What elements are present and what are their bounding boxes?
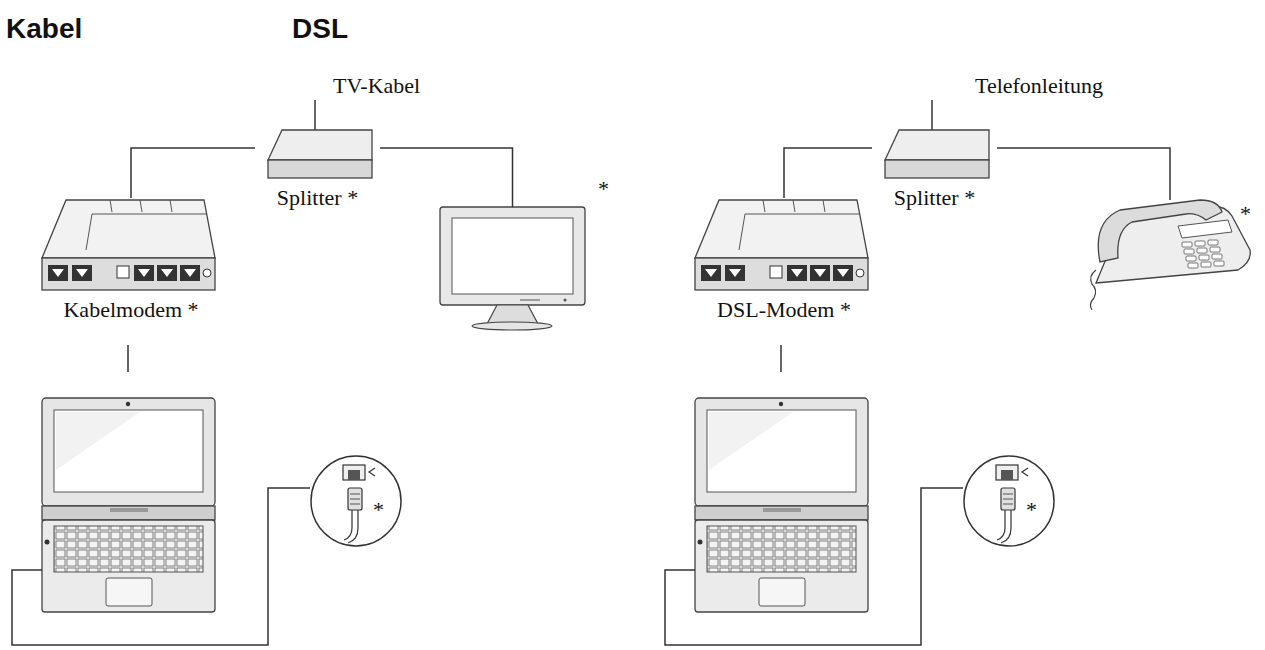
splitter: Splitter * [872, 128, 997, 220]
inset-circle [310, 455, 402, 547]
phone-key [1199, 255, 1209, 260]
phone-key [1201, 262, 1211, 267]
phone-key [1197, 248, 1207, 253]
splitter: Splitter * [255, 128, 380, 220]
line-label: Telefonleitung [975, 74, 1103, 98]
footnote-mark: * [1026, 498, 1037, 522]
phone-key [1212, 254, 1222, 259]
phone-key [1210, 247, 1220, 252]
inset-circle [963, 455, 1055, 547]
section-heading: Kabel [6, 14, 82, 45]
footnote-mark: * [598, 177, 609, 201]
phone-key [1195, 241, 1205, 246]
inset-circle-outline [311, 456, 401, 546]
part-name: Kabelmodem * [63, 298, 198, 322]
phone-key [1186, 256, 1196, 261]
phone-key [1182, 242, 1192, 247]
tv-set: * [440, 207, 585, 330]
port-inset: * [310, 455, 402, 547]
port-inset: * [963, 455, 1055, 547]
part-name: Splitter * [277, 186, 358, 210]
part-name: DSL-Modem * [717, 298, 851, 322]
line-label: TV-Kabel [333, 74, 420, 98]
modem: DSL-Modem * [688, 198, 880, 333]
section-heading: DSL [292, 14, 348, 45]
telephone: * [1090, 200, 1250, 300]
footnote-mark: * [373, 498, 384, 522]
cable-line [131, 148, 255, 198]
phone-key [1214, 261, 1224, 266]
phone-key [1208, 240, 1218, 245]
phone-key [1188, 263, 1198, 268]
cable-line [997, 148, 1170, 200]
modem: Kabelmodem * [35, 198, 227, 333]
phone-key [1184, 249, 1194, 254]
cable-line [784, 148, 872, 198]
inset-circle-outline [964, 456, 1054, 546]
cable-line [380, 148, 513, 207]
part-name: Splitter * [894, 186, 975, 210]
footnote-mark: * [1240, 202, 1251, 226]
